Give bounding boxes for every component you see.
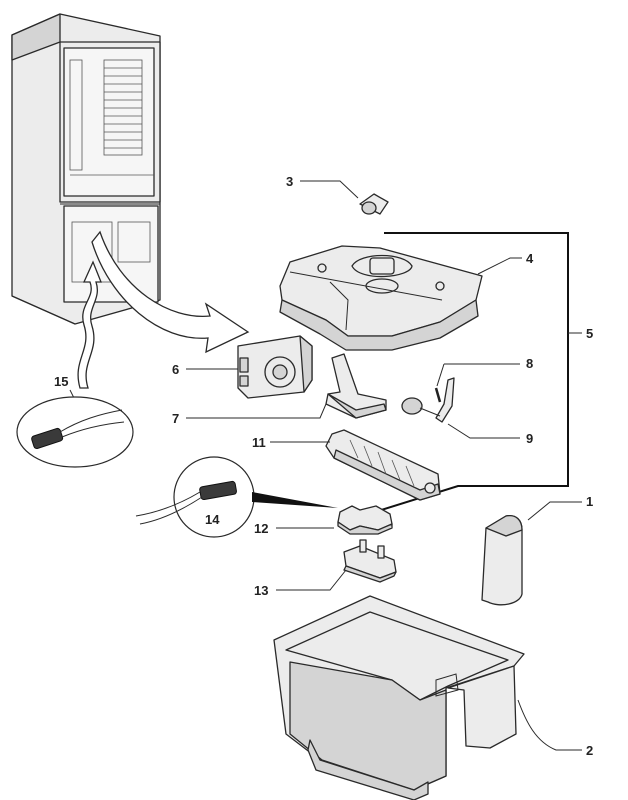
callout-3: 3 <box>286 174 293 189</box>
callout-14: 14 <box>205 512 220 527</box>
fridge-vent-grille <box>103 59 143 156</box>
part-2-ice-bin <box>273 595 525 800</box>
temperature-sensor-15 <box>31 409 125 450</box>
part-7-ejector-arm <box>325 353 387 419</box>
part-6-control-module <box>237 335 313 399</box>
part-9-shutoff-lever <box>401 377 455 423</box>
part-1-cover <box>481 514 523 606</box>
temperature-sensor-14 <box>135 480 237 525</box>
callout-5: 5 <box>586 326 593 341</box>
callout-6: 6 <box>172 362 179 377</box>
part-8-screw <box>434 387 442 403</box>
callout-8: 8 <box>526 356 533 371</box>
location-arrow <box>91 230 250 354</box>
callout-2: 2 <box>586 743 593 758</box>
callout-13: 13 <box>254 583 268 598</box>
part-3-cap <box>359 193 389 215</box>
detail-pointer-14 <box>252 492 338 508</box>
callout-labels: 1 2 3 4 5 6 7 8 9 11 12 13 14 15 <box>54 174 593 758</box>
callout-12: 12 <box>254 521 268 536</box>
part-11-ice-tray <box>325 429 441 501</box>
callout-15: 15 <box>54 374 68 389</box>
part-4-icemaker-housing <box>279 245 483 351</box>
callout-1: 1 <box>586 494 593 509</box>
refrigerator-illustration <box>11 13 161 325</box>
callout-7: 7 <box>172 411 179 426</box>
callout-9: 9 <box>526 431 533 446</box>
callout-4: 4 <box>526 251 534 266</box>
part-13-mounting-bracket <box>343 539 397 583</box>
callout-11: 11 <box>252 435 266 450</box>
part-12-clip <box>337 505 393 535</box>
sensor-location-arrow <box>77 260 102 389</box>
